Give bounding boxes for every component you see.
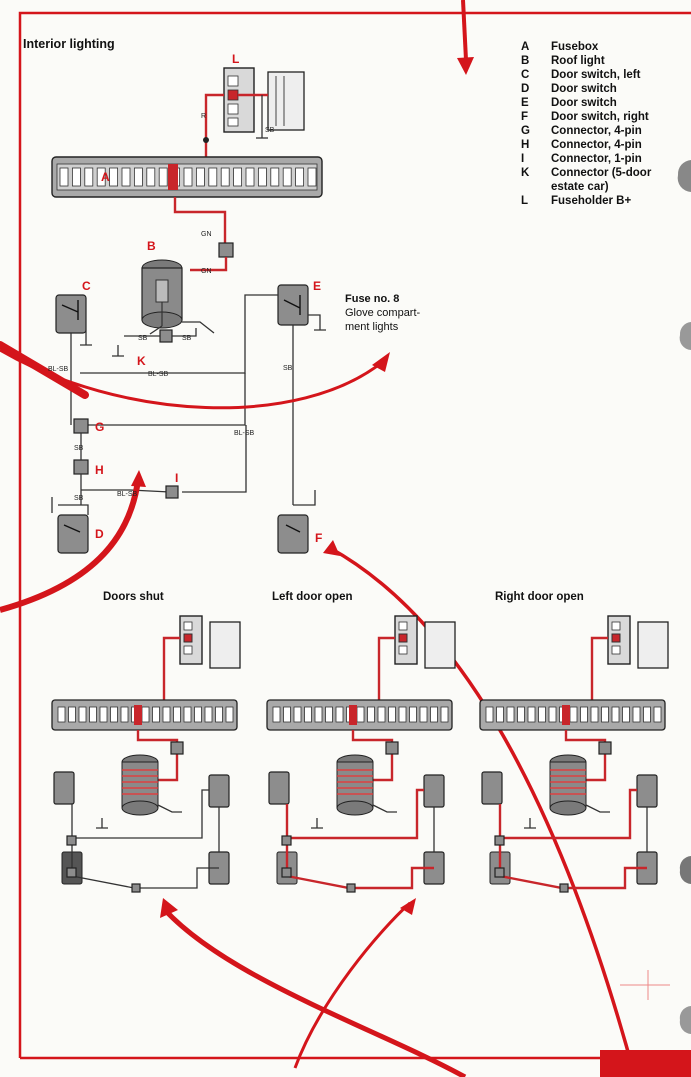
legend-key-e: E (521, 97, 529, 109)
wire-label-blsb-i: BL-SB (117, 491, 138, 498)
wire-label-sb-e: SB (283, 365, 293, 372)
door-switch-e (277, 284, 326, 505)
subdiagram-title-left-open: Left door open (272, 591, 353, 603)
label-l: L (232, 52, 239, 66)
subdiagram-right (479, 615, 669, 893)
legend-key-b: B (521, 55, 529, 67)
wire-label-sb-g: SB (74, 445, 84, 452)
label-e: E (313, 279, 321, 293)
connector-h (73, 459, 89, 475)
fuse-note-line3: ment lights (345, 321, 399, 333)
legend-key-i: I (521, 153, 524, 165)
label-c: C (82, 279, 91, 293)
label-b: B (147, 239, 156, 253)
top-arrow (461, 0, 468, 61)
fuse-note-line2: Glove compart- (345, 307, 421, 319)
wire-label-gn-1: GN (201, 231, 212, 238)
subdiagram-title-right-open: Right door open (495, 591, 584, 603)
fusebox-a (51, 156, 323, 198)
roof-light-b (141, 259, 215, 335)
fuseholder-l (223, 67, 305, 139)
page-title: Interior lighting (23, 37, 115, 51)
label-k: K (137, 354, 146, 368)
legend-text-h: Connector, 4-pin (551, 139, 642, 151)
legend-key-l: L (521, 195, 528, 207)
legend-key-c: C (521, 69, 529, 81)
legend-text-k2: estate car) (551, 181, 609, 193)
connector-i (165, 485, 179, 499)
label-h: H (95, 463, 104, 477)
legend-text-k: Connector (5-door (551, 167, 652, 179)
door-switch-f (277, 490, 316, 554)
subdiagram-left (266, 615, 456, 893)
fuse-note-title: Fuse no. 8 (345, 293, 399, 305)
legend-text-c: Door switch, left (551, 69, 641, 81)
wire-label-sb-top: SB (265, 127, 275, 134)
legend: A Fusebox B Roof light C Door switch, le… (521, 41, 652, 207)
door-switch-c (55, 294, 92, 425)
label-g: G (95, 420, 104, 434)
wire-label-r: R (201, 113, 206, 120)
legend-key-k: K (521, 167, 530, 179)
legend-text-g: Connector, 4-pin (551, 125, 642, 137)
wire-label-sb-h: SB (74, 495, 84, 502)
label-a: A (101, 170, 110, 184)
legend-key-g: G (521, 125, 530, 137)
legend-text-e: Door switch (551, 97, 617, 109)
wire-label-blsb-k: BL-SB (148, 371, 169, 378)
wire-label-sb-k1: SB (138, 335, 148, 342)
door-switch-d (51, 497, 89, 554)
subdiagram-title-doors-shut: Doors shut (103, 591, 164, 603)
legend-key-d: D (521, 83, 529, 95)
legend-text-i: Connector, 1-pin (551, 153, 642, 165)
label-d: D (95, 527, 104, 541)
connector-g (73, 418, 89, 434)
legend-text-b: Roof light (551, 55, 605, 67)
label-f: F (315, 531, 322, 545)
legend-text-l: Fuseholder B+ (551, 195, 631, 207)
frame-border (18, 11, 691, 1058)
label-i: I (175, 471, 178, 485)
legend-key-f: F (521, 111, 528, 123)
wire-label-blsb-mid: BL-SB (234, 430, 255, 437)
wire-label-blsb-c: BL-SB (48, 366, 69, 373)
legend-text-a: Fusebox (551, 41, 599, 53)
wire-label-sb-k2: SB (182, 335, 192, 342)
wire-label-gn-2: GN (201, 268, 212, 275)
legend-text-f: Door switch, right (551, 111, 649, 123)
legend-key-a: A (521, 41, 529, 53)
connector-k (112, 328, 197, 357)
legend-text-d: Door switch (551, 83, 617, 95)
legend-key-h: H (521, 139, 529, 151)
subdiagram-shut (51, 615, 241, 893)
